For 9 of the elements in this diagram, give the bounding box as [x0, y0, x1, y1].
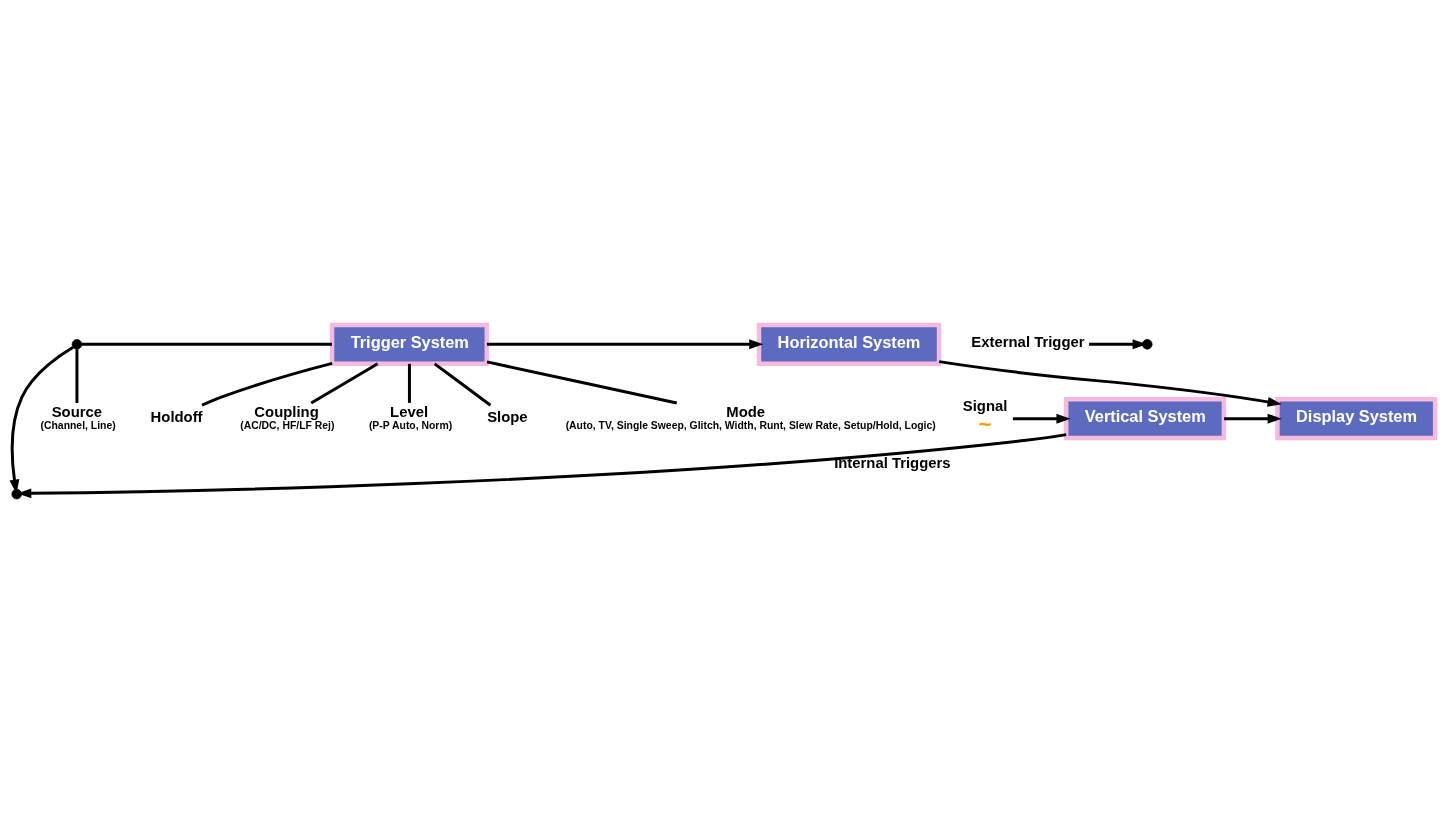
node-text: Coupling (AC/DC, HF/LF Rej)	[240, 404, 335, 431]
node-text: Holdoff	[150, 408, 203, 425]
node-text: Level (P-P Auto, Norm)	[368, 404, 453, 431]
edge-label: Internal Triggers	[834, 454, 951, 471]
node-text: External Trigger	[971, 334, 1085, 351]
node-text: Signal	[962, 398, 1008, 415]
node-text: Source (Channel, Line)	[40, 404, 116, 431]
node-text: Slope	[487, 408, 528, 425]
node-text: Mode (Auto, TV, Single Sweep, Glitch, Width, Runt, Slew Rate, Setup/Hold, Logic)	[565, 404, 936, 431]
